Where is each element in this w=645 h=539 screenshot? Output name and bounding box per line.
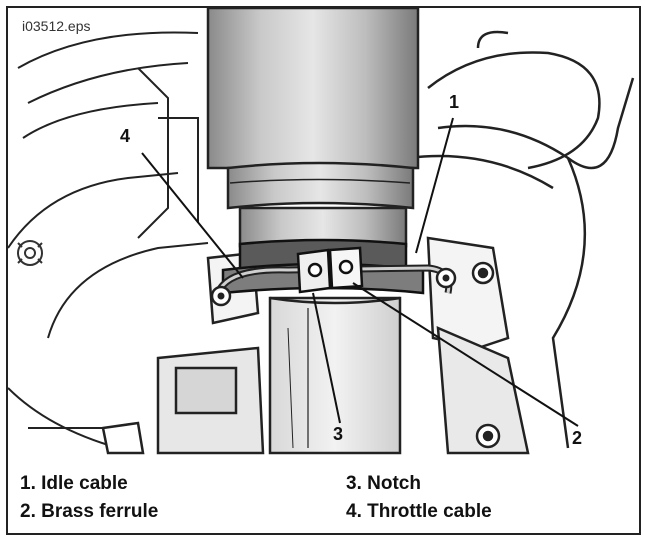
callout-4: 4 (120, 126, 130, 146)
leader-lines (141, 117, 579, 427)
lower-tube (268, 296, 402, 455)
callout-1: 1 (449, 92, 459, 112)
callout-3: 3 (333, 424, 343, 444)
cable-loop (210, 264, 457, 307)
right-bracket (426, 236, 530, 455)
figure-frame: 1 2 3 4 i03512.eps 1. Idle cable 2. Bras… (6, 6, 641, 535)
legend-item-idle-cable: 1. Idle cable (20, 473, 128, 494)
gear-icon (17, 240, 43, 266)
ferrule-blocks (296, 246, 364, 294)
throttle-tube (206, 8, 420, 248)
legend: 1. Idle cable 2. Brass ferrule 3. Notch … (8, 463, 639, 533)
file-label: i03512.eps (20, 18, 93, 34)
legend-item-brass-ferrule: 2. Brass ferrule (20, 501, 159, 522)
legend-item-throttle-cable: 4. Throttle cable (346, 501, 492, 522)
callout-2: 2 (572, 428, 582, 448)
hand-outline (407, 30, 635, 449)
legend-item-notch: 3. Notch (346, 473, 421, 494)
throttle-assembly-illustration: 1 2 3 4 (8, 8, 635, 455)
